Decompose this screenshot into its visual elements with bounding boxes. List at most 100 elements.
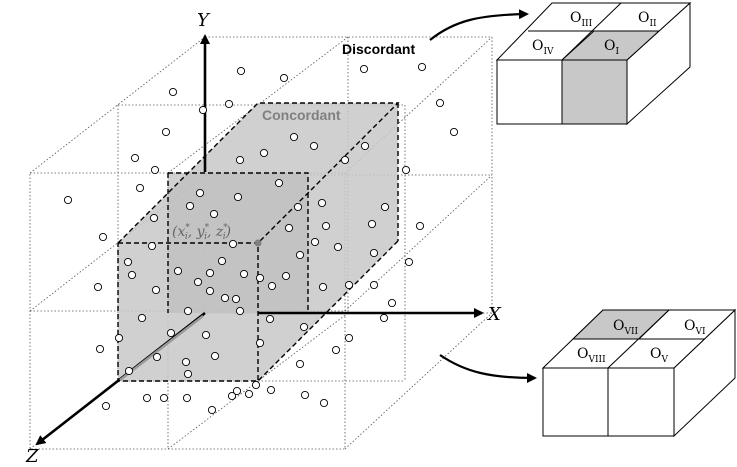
- sample-point: [281, 271, 291, 281]
- y-axis-label: Y: [197, 10, 211, 31]
- sample-point: [236, 66, 246, 76]
- sample-point: [149, 213, 159, 223]
- sample-point: [369, 280, 379, 290]
- sample-point: [293, 202, 303, 212]
- sample-point: [244, 389, 254, 399]
- sample-point: [185, 201, 195, 211]
- sample-point: [255, 338, 265, 348]
- sample-point: [415, 221, 425, 231]
- upper-octant-box: OIII OII OIV OI: [495, 1, 692, 126]
- sample-point: [173, 266, 183, 276]
- sample-point: [159, 393, 169, 403]
- z-axis-inner-segment: [119, 315, 204, 381]
- sample-point: [331, 345, 341, 355]
- octant-label-II: OII: [638, 10, 657, 29]
- sample-point: [161, 127, 171, 137]
- octant-label-III: OIII: [570, 10, 593, 29]
- sample-point: [319, 398, 329, 408]
- sample-point: [127, 270, 137, 280]
- sample-point: [267, 281, 277, 291]
- sample-point: [205, 286, 215, 296]
- sample-point: [367, 219, 377, 229]
- sample-point: [300, 390, 310, 400]
- sample-point: [309, 141, 319, 151]
- x-axis-label: X: [486, 304, 502, 325]
- lower-octant-box: OVII OVI OVIII OV: [541, 308, 737, 438]
- sample-point: [333, 242, 343, 252]
- sample-point: [95, 344, 105, 354]
- sample-point: [266, 385, 276, 395]
- sample-point: [147, 241, 157, 251]
- sample-point: [195, 188, 205, 198]
- sample-point: [183, 306, 193, 316]
- sample-point: [205, 268, 215, 278]
- sample-point: [340, 155, 350, 165]
- sample-point: [232, 386, 242, 396]
- sample-point: [130, 153, 140, 163]
- sample-point: [137, 313, 147, 323]
- octant-label-I: OI: [604, 38, 619, 57]
- sample-point: [259, 148, 269, 158]
- sample-point: [101, 401, 111, 411]
- center-point-label: (x*i, y*i, z*i): [172, 223, 231, 242]
- sample-point: [183, 369, 193, 379]
- sample-point: [220, 293, 230, 303]
- sample-point: [369, 248, 379, 258]
- sample-point: [124, 366, 134, 376]
- sample-point: [321, 221, 331, 231]
- upper-callout-arrow: [429, 9, 529, 41]
- z-axis-label: Z: [25, 446, 39, 467]
- sample-point: [289, 132, 299, 142]
- sample-point: [228, 239, 238, 249]
- sample-point: [401, 165, 411, 175]
- sample-point: [265, 314, 275, 324]
- sample-point: [93, 282, 103, 292]
- octant-label-VIII: OVIII: [577, 346, 606, 365]
- sample-point: [227, 391, 237, 401]
- sample-point: [284, 223, 294, 233]
- sample-point: [168, 87, 178, 97]
- sample-point: [299, 322, 309, 332]
- sample-point: [295, 250, 305, 260]
- sample-point: [251, 380, 261, 390]
- concordant-label: Concordant: [262, 107, 341, 123]
- sample-point: [295, 359, 305, 369]
- octant-label-V: OV: [650, 346, 668, 365]
- sample-point: [233, 192, 243, 202]
- sample-point: [150, 165, 160, 175]
- sample-point: [255, 273, 265, 283]
- sample-point: [379, 313, 389, 323]
- sample-point: [98, 232, 108, 242]
- sample-point: [435, 98, 445, 108]
- sample-point: [135, 183, 145, 193]
- sample-point: [318, 282, 328, 292]
- sample-point: [63, 195, 73, 205]
- sample-point: [310, 237, 320, 247]
- sample-point: [387, 298, 397, 308]
- sample-point: [224, 99, 234, 109]
- lower-callout-arrow: [439, 354, 537, 383]
- sample-point: [279, 73, 289, 83]
- sample-point: [123, 257, 133, 267]
- sample-point: [274, 178, 284, 188]
- sample-point: [344, 333, 354, 343]
- sample-point: [181, 357, 191, 367]
- sample-point: [235, 155, 245, 165]
- sample-points: [63, 62, 459, 415]
- sample-point: [359, 64, 369, 74]
- octant-label-IV: OIV: [532, 38, 554, 57]
- sample-point: [198, 105, 208, 115]
- sample-point: [201, 330, 211, 340]
- sample-point: [193, 277, 203, 287]
- sample-point: [114, 333, 124, 343]
- octant-label-VI: OVI: [684, 318, 706, 337]
- sample-point: [207, 405, 217, 415]
- sample-point: [235, 306, 245, 316]
- octant-label-VII: OVII: [613, 318, 639, 337]
- sample-point: [217, 256, 227, 266]
- sample-point: [231, 294, 241, 304]
- sample-point: [417, 62, 427, 72]
- sample-point: [239, 269, 249, 279]
- sample-point: [380, 202, 390, 212]
